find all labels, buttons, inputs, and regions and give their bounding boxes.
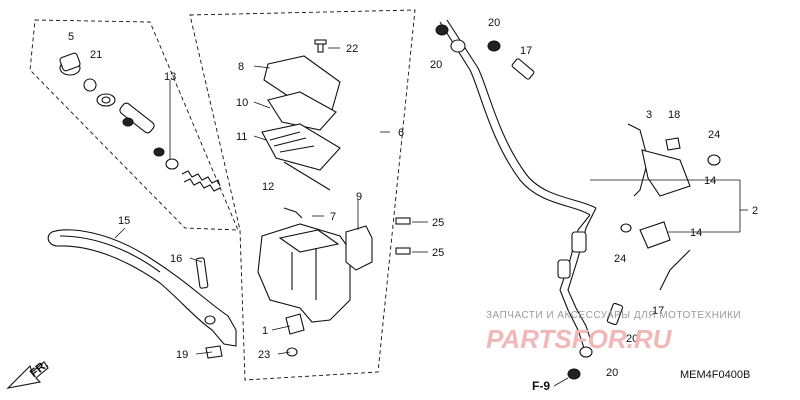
callout-12: 12 xyxy=(262,181,274,193)
spring-part xyxy=(181,170,221,187)
switch-screw xyxy=(286,347,298,357)
callout-24-upper: 24 xyxy=(708,129,720,141)
callout-1: 1 xyxy=(262,325,268,337)
watermark-tagline: ЗАПЧАСТИ И АКСЕССУАРЫ ДЛЯ МОТОТЕХНИКИ xyxy=(486,310,741,321)
bracket-bolt xyxy=(665,137,681,151)
callout-18: 18 xyxy=(668,109,680,121)
reference-leader xyxy=(553,377,569,387)
hose-line-b xyxy=(446,19,597,209)
brake-hose xyxy=(435,19,624,380)
hose-brackets xyxy=(620,123,721,291)
callout-13: 13 xyxy=(164,71,176,83)
callout-16: 16 xyxy=(170,253,182,265)
arrow-icon xyxy=(6,361,49,389)
callout-15: 15 xyxy=(118,215,130,227)
reservoir-parts xyxy=(261,39,341,191)
pivot-bolt-part xyxy=(195,257,209,289)
callout-25-upper: 25 xyxy=(432,217,444,229)
banjo-washer-top xyxy=(435,24,449,36)
callout-2: 2 xyxy=(752,205,758,217)
watermark: ЗАПЧАСТИ И АКСЕССУАРЫ ДЛЯ МОТОТЕХНИКИ PA… xyxy=(486,310,741,354)
banjo-bolt-low xyxy=(606,302,624,326)
hose-lower-a xyxy=(559,214,591,349)
seal-secondary xyxy=(153,147,165,157)
bracket-upper xyxy=(641,149,691,197)
callout-14-upper: 14 xyxy=(704,175,716,187)
callout-20-lower-right: 20 xyxy=(626,333,638,345)
piston-kit xyxy=(59,52,221,192)
callout-6: 6 xyxy=(398,127,404,139)
banjo-fitting-low xyxy=(579,346,593,358)
assembly-frames xyxy=(29,9,416,381)
callout-22: 22 xyxy=(346,43,358,55)
callout-19: 19 xyxy=(176,349,188,361)
lever-body xyxy=(47,229,237,347)
leader-lines xyxy=(114,47,748,355)
diaphragm-ribs xyxy=(269,131,315,153)
callout-20-top-left: 20 xyxy=(430,59,442,71)
boot-body xyxy=(59,52,81,72)
front-direction-indicator: FR. xyxy=(6,357,51,389)
cylinder-walls xyxy=(291,248,317,300)
banjo-fitting-top xyxy=(450,39,466,53)
callout-7: 7 xyxy=(330,211,336,223)
float-part xyxy=(283,161,331,191)
callout-14-lower: 14 xyxy=(690,227,702,239)
washer-part xyxy=(96,93,116,107)
watermark-brand: PARTSFOR.RU xyxy=(486,324,673,354)
hose-fitting xyxy=(557,259,571,279)
callout-5: 5 xyxy=(68,31,74,43)
callout-20-top-right: 20 xyxy=(488,17,500,29)
banjo-washer-b xyxy=(487,40,501,52)
switch-part xyxy=(285,313,305,335)
callout-10: 10 xyxy=(236,97,248,109)
seal-primary xyxy=(122,117,134,127)
callout-9: 9 xyxy=(356,191,362,203)
callout-23: 23 xyxy=(258,349,270,361)
reference-label: F-9 xyxy=(532,379,550,393)
hose-joint xyxy=(571,231,587,253)
spring-coils xyxy=(183,178,221,192)
washer-hole xyxy=(101,96,111,104)
lever-pivot xyxy=(204,315,216,325)
banjo-washer-low xyxy=(567,368,581,380)
callout-25-lower: 25 xyxy=(432,247,444,259)
callout-11: 11 xyxy=(236,131,247,143)
cylinder-reservoir-top xyxy=(278,229,340,253)
callout-17-lower: 17 xyxy=(652,305,664,317)
hose-line-a xyxy=(439,21,591,216)
callout-21: 21 xyxy=(90,49,102,61)
bracket-wire-lower xyxy=(659,249,691,291)
master-cylinder xyxy=(257,207,411,357)
cap-plate xyxy=(267,91,337,131)
piston-part xyxy=(119,102,155,134)
holder-clamp xyxy=(345,225,373,271)
circlip-part xyxy=(83,78,97,92)
callout-24-lower: 24 xyxy=(614,253,626,265)
piston-kit-frame xyxy=(29,19,239,231)
bolt-upper xyxy=(395,217,411,225)
lever-edge xyxy=(59,235,161,273)
lever-nut-part xyxy=(205,345,223,359)
cylinder-body xyxy=(257,223,351,323)
bracket-nut-upper xyxy=(707,154,721,166)
banjo-bolt-top xyxy=(511,58,535,80)
clip-part xyxy=(283,207,303,219)
bracket-lower xyxy=(639,221,671,249)
screw-head xyxy=(314,39,327,45)
bolt-lower xyxy=(395,247,411,255)
diaphragm xyxy=(261,123,341,171)
callout-17-top: 17 xyxy=(520,45,532,57)
callout-8: 8 xyxy=(238,61,244,73)
callout-20-bottom: 20 xyxy=(606,367,618,379)
callout-3: 3 xyxy=(646,109,652,121)
callouts: 5 21 13 15 16 19 22 8 10 11 12 6 9 7 25 … xyxy=(68,17,758,379)
diagram-code: MEM4F0400B xyxy=(680,369,750,381)
hose-lower-b xyxy=(567,207,597,345)
brake-lever xyxy=(47,229,237,359)
cup-part xyxy=(165,158,179,170)
bracket-nut-lower xyxy=(620,223,632,233)
